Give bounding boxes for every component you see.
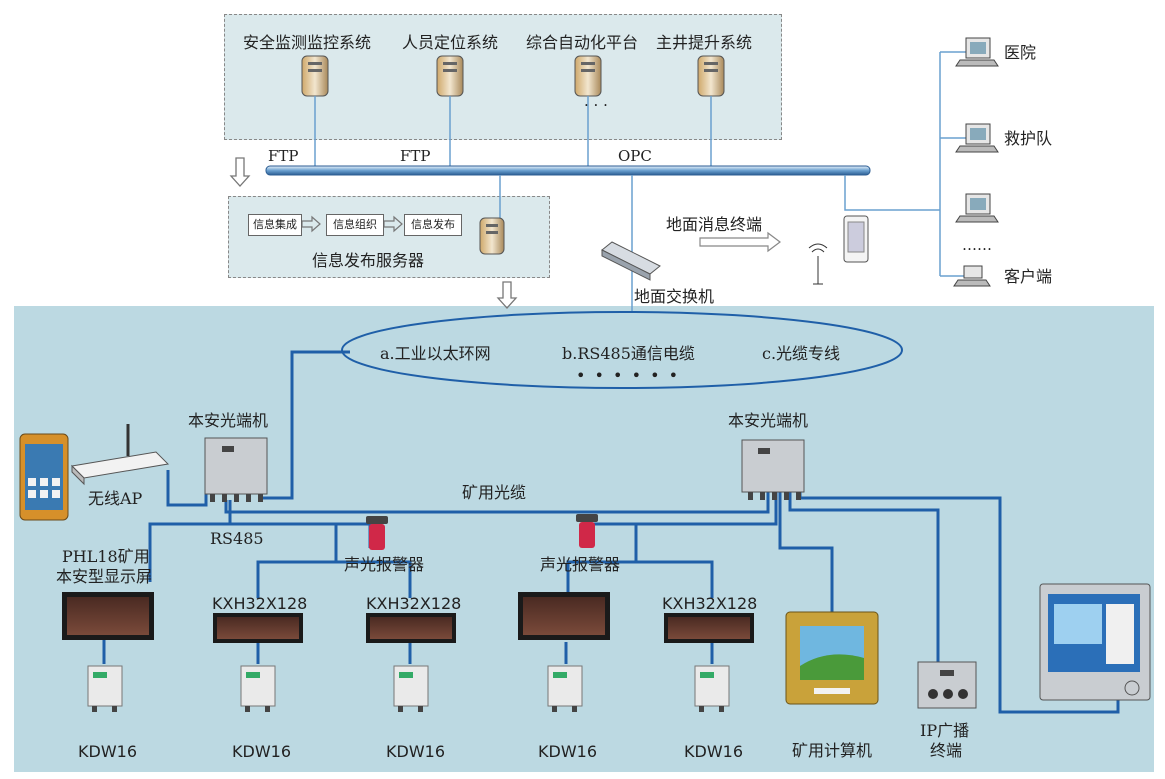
tablet-icon [19,433,69,521]
power-supply-icon [393,665,429,712]
kdw-label: KDW16 [538,742,597,761]
kdw-label: KDW16 [684,742,743,761]
wireless-router-icon [70,424,170,486]
down-arrow-icon [496,281,518,309]
network-item-ethernet: a.工业以太环网 [380,344,491,363]
ethernet-bus [265,165,871,176]
led-display [62,592,154,640]
system-label-hoist: 主井提升系统 [656,33,753,52]
computer-icon [955,193,999,223]
protocol-ftp-1: FTP [268,147,299,165]
down-arrow-icon [229,157,251,187]
network-item-rs485: b.RS485通信电缆 [562,344,695,363]
mobile-terminal-icon [843,215,869,263]
power-supply-icon [87,665,123,712]
flow-info-publish: 信息发布 [404,214,462,236]
info-server-label: 信息发布服务器 [312,251,425,270]
alarm-icon [576,514,598,548]
optical-terminal-left [204,437,268,502]
power-supply-icon [694,665,730,712]
computer-icon [955,123,999,153]
ellipsis-dots: · · · [584,96,608,114]
kxh-label: KXH32X128 [662,594,758,613]
server-icon [479,217,505,255]
system-label-safety: 安全监测监控系统 [243,33,372,52]
power-supply-icon [240,665,276,712]
mine-computer-icon [785,611,879,705]
protocol-opc: OPC [618,147,652,165]
laptop-icon [953,265,991,287]
alarm-icon [366,516,388,550]
antenna-icon [808,243,828,285]
kdw-label: KDW16 [386,742,445,761]
kdw-label: KDW16 [78,742,137,761]
network-switch-icon [601,241,661,281]
kxh-label: KXH32X128 [366,594,462,613]
led-display [664,613,754,643]
right-arrow-icon [699,231,781,253]
mine-computer-label: 矿用计算机 [792,741,873,760]
system-label-personnel: 人员定位系统 [402,33,499,52]
client-terminal-label: 客户端 [1004,267,1053,286]
protocol-ftp-2: FTP [400,147,431,165]
optical-terminal-left-label: 本安光端机 [188,411,269,430]
led-display [213,613,303,643]
flow-info-integration: 信息集成 [248,214,302,236]
optical-terminal-right [741,439,805,500]
ground-switch-label: 地面交换机 [634,287,715,306]
led-display [518,592,610,640]
computer-icon [955,37,999,67]
system-label-automation: 综合自动化平台 [526,33,639,52]
alarm-right-label: 声光报警器 [540,555,621,574]
large-terminal-icon [1039,583,1151,701]
mine-cable-label: 矿用光缆 [462,483,527,502]
server-icon [436,55,464,97]
power-supply-icon [547,665,583,712]
cables [102,350,1120,714]
optical-terminal-right-label: 本安光端机 [728,411,809,430]
rs485-label: RS485 [210,529,264,548]
flow-info-organization: 信息组织 [326,214,384,236]
client-rescue-team-label: 救护队 [1004,129,1053,148]
client-dots: …… [962,236,992,254]
network-item-fiber: c.光缆专线 [762,344,841,363]
network-ellipse [341,311,903,389]
network-dots: • • • • • • [576,366,681,385]
ip-broadcast-label-line2: 终端 [930,741,963,760]
alarm-left-label: 声光报警器 [344,555,425,574]
kdw-label: KDW16 [232,742,291,761]
ip-broadcast-label-line1: IP广播 [920,721,970,740]
wireless-ap-label: 无线AP [88,489,143,508]
server-icon [697,55,725,97]
ground-message-terminal-label: 地面消息终端 [666,215,763,234]
kxh-label: KXH32X128 [212,594,308,613]
server-icon [574,55,602,97]
led-display [366,613,456,643]
client-hospital-label: 医院 [1004,43,1037,62]
server-icon [301,55,329,97]
display-label-line1: PHL18矿用 [62,547,150,566]
display-label-line2: 本安型显示屏 [56,567,153,586]
ip-broadcast-icon [917,661,977,709]
